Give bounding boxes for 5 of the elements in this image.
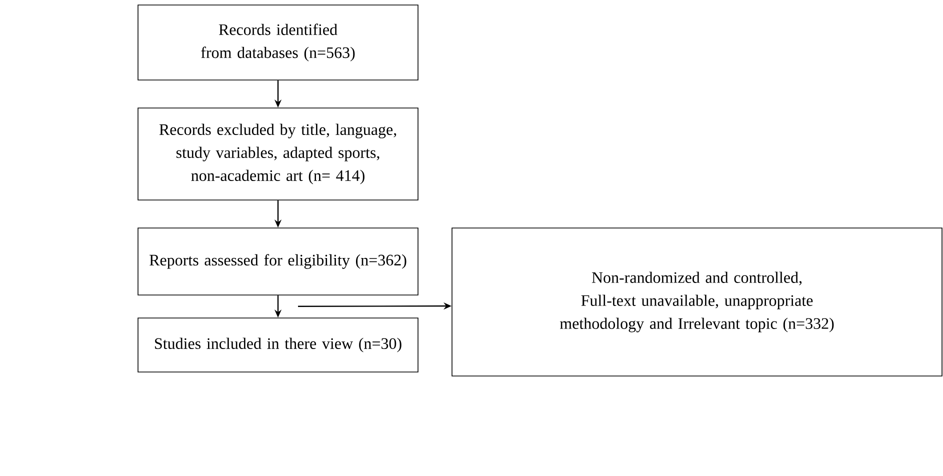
process-box: Records identified from databases (n=563) — [138, 4, 418, 80]
process-box: Reports assessed for eligibility (n=362) — [138, 228, 418, 296]
process-box: Records excluded by title, language, study variables, adapted sports, non-academic art (n= 414) — [138, 108, 418, 200]
process-box: Studies included in there view (n=30) — [138, 318, 418, 372]
exclusion-box: Non-randomized and controlled, Full-text unavailable, unappropriate methodology and Irrelevant topic (n=332) — [452, 228, 942, 376]
